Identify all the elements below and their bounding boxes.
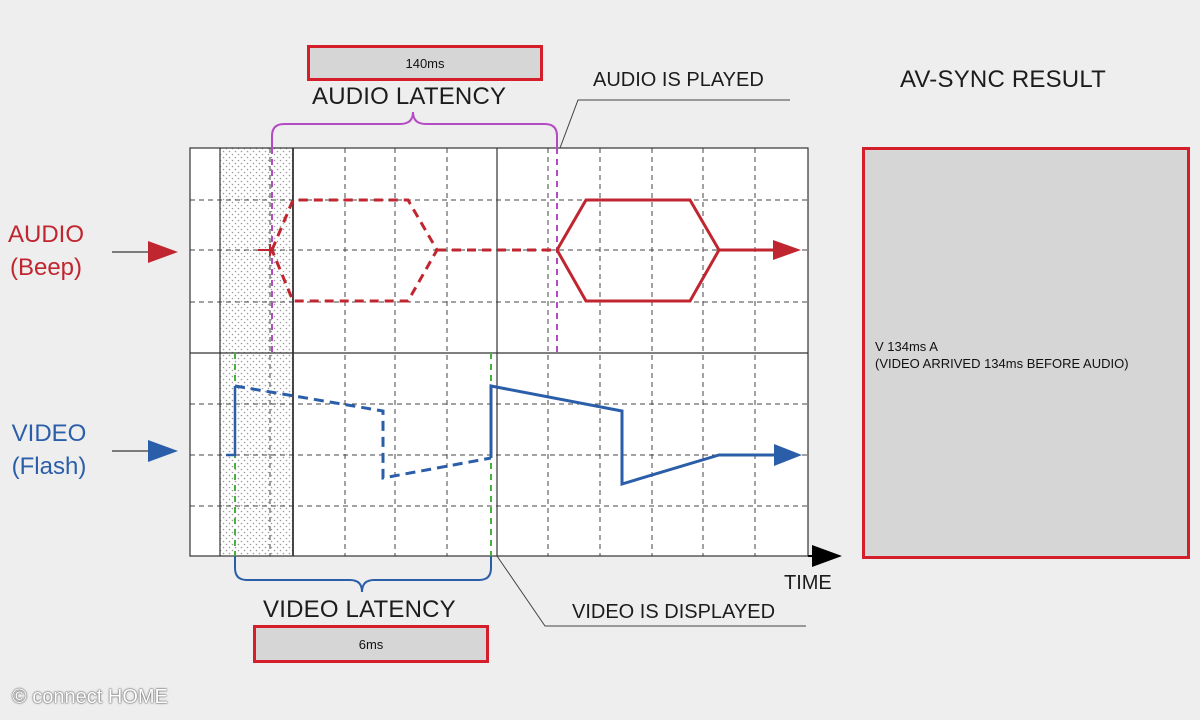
video-flash-displayed [489,384,774,487]
result-title: AV-SYNC RESULT [900,66,1106,93]
video-flash-dashed [234,384,492,480]
video-input-arrowhead [148,440,178,462]
video-displayed-leader [496,555,806,627]
video-output-arrowhead [774,444,802,466]
audio-played-label: AUDIO IS PLAYED [593,69,764,91]
audio-output-arrowhead [773,240,801,260]
audio-track-label: AUDIO (Beep) [0,218,92,284]
video-track-type: (Flash) [11,453,87,480]
audio-input-arrowhead [148,241,178,263]
video-displayed-label: VIDEO IS DISPLAYED [572,601,776,623]
audio-latency-value-box: 140ms [307,45,543,81]
audio-played-leader [559,99,790,149]
audio-signal [112,198,778,303]
grid-solid-lines [189,147,809,557]
result-text: V 134ms A (VIDEO ARRIVED 134ms BEFORE AU… [875,338,1129,372]
result-line-1: V 134ms A [875,339,938,354]
processing-window [220,148,293,556]
video-latency-bracket [234,556,492,593]
audio-track-type: (Beep) [9,254,83,281]
audio-track-name: AUDIO [7,221,84,248]
video-latency-value-box: 6ms [253,625,489,663]
audio-latency-value: 140ms [405,55,445,71]
result-panel: V 134ms A (VIDEO ARRIVED 134ms BEFORE AU… [862,147,1190,559]
audio-beep-dashed [270,198,557,303]
audio-latency-bracket [271,111,558,148]
video-flash-processed [226,386,237,457]
copyright-watermark: © connect HOME [12,686,168,708]
time-axis-label: TIME [784,572,832,594]
time-axis-arrowhead [812,545,842,567]
audio-beep-played [555,198,778,303]
video-latency-value: 6ms [358,636,384,652]
video-track-name: VIDEO [11,420,87,447]
audio-beep-processed [258,244,271,256]
video-signal [112,384,774,487]
audio-latency-title: AUDIO LATENCY [312,83,507,110]
result-line-2: (VIDEO ARRIVED 134ms BEFORE AUDIO) [875,356,1129,371]
video-latency-title: VIDEO LATENCY [263,596,456,623]
video-track-label: VIDEO (Flash) [0,417,98,483]
